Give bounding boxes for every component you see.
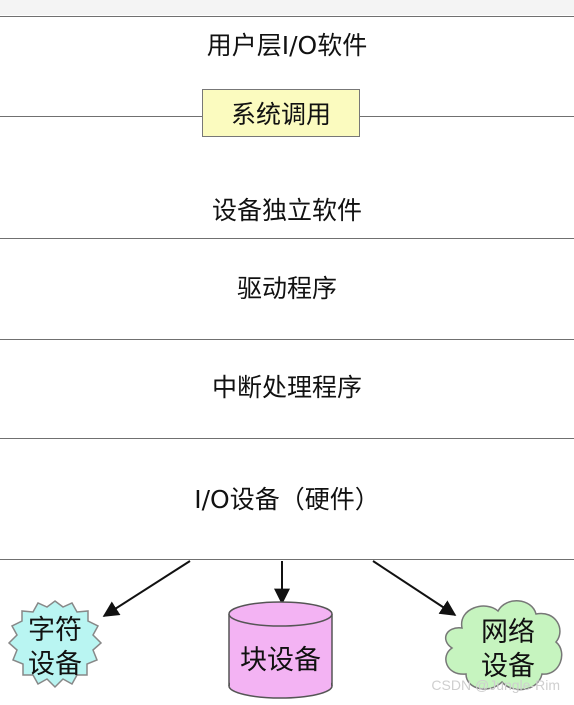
divider-5 (0, 559, 574, 560)
layer-user-io: 用户层I/O软件 (206, 31, 368, 60)
char-device-shape (7, 600, 103, 689)
syscall-box: 系统调用 (202, 89, 360, 137)
syscall-label: 系统调用 (230, 100, 331, 129)
network-device-label-line1: 网络 (481, 617, 535, 648)
divider-top (0, 16, 574, 17)
network-device-label-line2: 设备 (481, 651, 535, 682)
layer-hardware: I/O设备（硬件） (194, 485, 380, 514)
char-device-label-line1: 字符 (28, 615, 82, 646)
char-device-label: 字符 设备 (15, 614, 95, 682)
network-device-shape (444, 600, 563, 691)
network-device-label: 网络 设备 (466, 616, 550, 684)
divider-syscall-right (360, 116, 574, 117)
block-device-top (228, 601, 333, 627)
arrow-to-network-device (372, 560, 457, 616)
divider-4 (0, 438, 574, 439)
divider-3 (0, 339, 574, 340)
arrow-to-char-device (102, 560, 191, 617)
watermark: CSDN @Jungle-Rim (431, 677, 560, 693)
layer-interrupt: 中断处理程序 (211, 373, 362, 402)
block-device-label: 块设备 (240, 645, 321, 676)
char-device-label-line2: 设备 (28, 649, 82, 680)
top-strip (0, 0, 574, 15)
layer-device-independent: 设备独立软件 (211, 196, 362, 225)
divider-syscall-left (0, 116, 202, 117)
layer-driver: 驱动程序 (236, 274, 337, 303)
divider-2 (0, 238, 574, 239)
